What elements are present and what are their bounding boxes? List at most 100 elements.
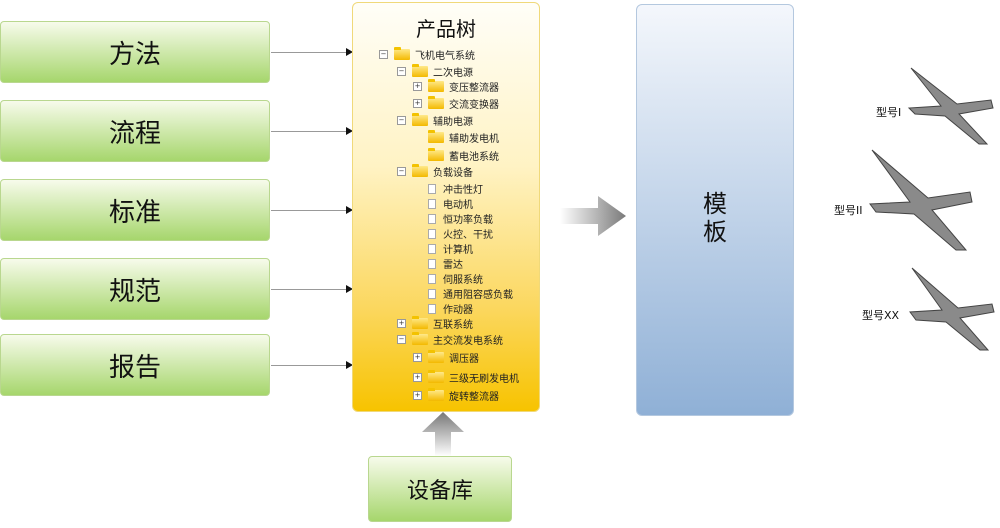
tree-to-template-arrow <box>560 196 626 236</box>
tree-node-label: 电动机 <box>443 200 473 211</box>
model-1-label: 型号I <box>876 106 902 119</box>
tree-node[interactable]: 伺服系统 <box>413 271 483 286</box>
aircraft-1-icon <box>907 67 994 145</box>
aircraft-2-icon <box>869 149 973 251</box>
tree-node[interactable]: 冲击性灯 <box>413 181 483 196</box>
document-icon <box>428 198 436 209</box>
tree-node-label: 恒功率负载 <box>443 215 493 226</box>
standard-arrow <box>271 206 353 214</box>
folder-icon <box>428 79 444 92</box>
collapse-icon[interactable]: − <box>397 116 406 125</box>
document-icon <box>428 183 436 194</box>
collapse-icon[interactable]: − <box>379 50 388 59</box>
folder-icon <box>412 316 428 329</box>
document-icon <box>428 228 436 239</box>
expand-icon[interactable]: + <box>413 391 422 400</box>
standard-label: 标准 <box>108 197 161 228</box>
method-arrow <box>271 48 353 56</box>
tree-node-label: 变压整流器 <box>449 83 499 94</box>
tree-node-label: 通用阻容感负载 <box>443 290 513 301</box>
model-xx-label: 型号XX <box>862 309 900 322</box>
tree-node-label: 蓄电池系统 <box>449 152 499 163</box>
tree-node-label: 辅助电源 <box>433 117 473 128</box>
document-icon <box>428 273 436 284</box>
tree-node-label: 火控、干扰 <box>443 230 493 241</box>
expand-icon[interactable]: + <box>397 319 406 328</box>
expand-icon[interactable]: + <box>413 373 422 382</box>
method-label: 方法 <box>108 39 161 70</box>
tree-node[interactable]: + 交流变换器 <box>413 96 499 111</box>
tree-node-label: 负载设备 <box>433 168 473 179</box>
folder-icon <box>428 370 444 383</box>
folder-icon <box>412 64 428 77</box>
tree-node-label: 二次电源 <box>433 68 473 79</box>
folder-icon <box>412 164 428 177</box>
tree-node[interactable]: − 负载设备 <box>397 164 473 179</box>
folder-icon <box>428 130 444 143</box>
folder-icon <box>428 148 444 161</box>
tree-node[interactable]: + 调压器 <box>413 350 479 365</box>
document-icon <box>428 258 436 269</box>
tree-node[interactable]: 蓄电池系统 <box>413 148 499 163</box>
method-box: 方法 <box>0 21 270 83</box>
report-arrow <box>271 361 353 369</box>
tree-node[interactable]: − 辅助电源 <box>397 113 473 128</box>
folder-icon <box>412 113 428 126</box>
equipment-to-tree-arrow <box>422 412 464 456</box>
tree-node[interactable]: 计算机 <box>413 241 473 256</box>
template-label: 模板 <box>703 190 727 246</box>
tree-node[interactable]: 恒功率负载 <box>413 211 493 226</box>
aircraft-xx-icon <box>909 267 995 351</box>
tree-node[interactable]: − 主交流发电系统 <box>397 332 503 347</box>
tree-node[interactable]: 作动器 <box>413 301 473 316</box>
tree-node[interactable]: 通用阻容感负载 <box>413 286 513 301</box>
tree-node-label: 交流变换器 <box>449 100 499 111</box>
folder-icon <box>412 332 428 345</box>
tree-node[interactable]: +旋转整流器 <box>413 388 499 403</box>
tree-node-label: 辅助发电机 <box>449 134 499 145</box>
expand-icon[interactable]: + <box>413 82 422 91</box>
equipment-library-label: 设备库 <box>406 479 473 504</box>
tree-node-label: 作动器 <box>443 305 473 316</box>
tree-node-label: 冲击性灯 <box>443 185 483 196</box>
tree-node[interactable]: 雷达 <box>413 256 463 271</box>
report-label: 报告 <box>108 352 161 383</box>
tree-node-label: 雷达 <box>443 260 463 271</box>
specification-box: 规范 <box>0 258 270 320</box>
tree-node-label: 主交流发电系统 <box>433 336 503 347</box>
expand-icon[interactable]: + <box>413 99 422 108</box>
collapse-icon[interactable]: − <box>397 335 406 344</box>
document-icon <box>428 213 436 224</box>
folder-icon <box>394 47 410 60</box>
expand-icon[interactable]: + <box>413 353 422 362</box>
document-icon <box>428 303 436 314</box>
folder-icon <box>428 388 444 401</box>
process-box: 流程 <box>0 100 270 162</box>
product-tree-panel: 产品树 −飞机电气系统−二次电源+变压整流器+交流变换器−辅助电源辅助发电机蓄电… <box>352 2 540 412</box>
tree-node-label: 调压器 <box>449 354 479 365</box>
document-icon <box>428 243 436 254</box>
folder-icon <box>428 350 444 363</box>
tree-node-label: 计算机 <box>443 245 473 256</box>
collapse-icon[interactable]: − <box>397 67 406 76</box>
tree-node[interactable]: + 三级无刷发电机 <box>413 370 519 385</box>
tree-node[interactable]: 辅助发电机 <box>413 130 499 145</box>
tree-node[interactable]: 电动机 <box>413 196 473 211</box>
tree-node[interactable]: + 变压整流器 <box>413 79 499 94</box>
tree-node[interactable]: − 飞机电气系统 <box>379 47 475 62</box>
standard-box: 标准 <box>0 179 270 241</box>
process-label: 流程 <box>108 118 161 149</box>
document-icon <box>428 288 436 299</box>
tree-node[interactable]: − 二次电源 <box>397 64 473 79</box>
folder-icon <box>428 96 444 109</box>
report-box: 报告 <box>0 334 270 396</box>
tree-node[interactable]: +互联系统 <box>397 316 473 331</box>
tree-node[interactable]: 火控、干扰 <box>413 226 493 241</box>
template-panel: 模板 <box>636 4 794 416</box>
collapse-icon[interactable]: − <box>397 167 406 176</box>
tree-node-label: 三级无刷发电机 <box>449 374 519 385</box>
tree-node-label: 飞机电气系统 <box>415 51 475 62</box>
equipment-library-box: 设备库 <box>368 456 512 522</box>
tree-node-label: 伺服系统 <box>443 275 483 286</box>
specification-arrow <box>271 285 353 293</box>
